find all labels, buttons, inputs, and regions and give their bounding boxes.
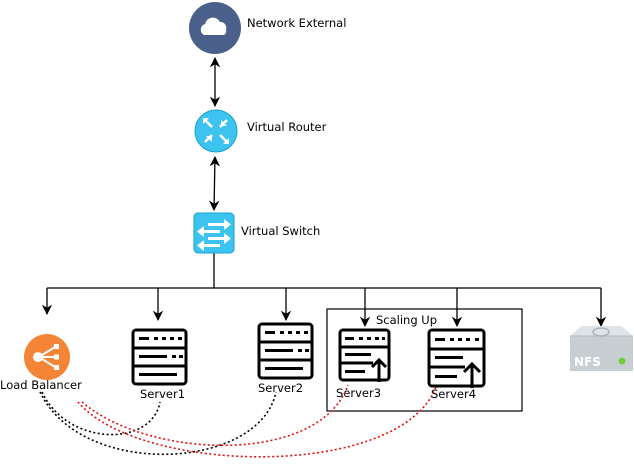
virtual-router-label: Virtual Router (247, 120, 327, 134)
server-scale-up-icon (427, 328, 486, 388)
lb-connections (39, 384, 437, 458)
virtual-switch-label: Virtual Switch (241, 224, 320, 238)
lb-server4-curve (77, 386, 437, 458)
server3-label: Server3 (336, 386, 381, 400)
server4-label: Server4 (431, 387, 476, 401)
switch-icon (193, 212, 235, 254)
server2-label: Server2 (258, 381, 303, 395)
lb-server1-curve (41, 391, 161, 436)
nfs-storage-icon: NFS (570, 326, 633, 371)
network-external-label: Network External (247, 16, 346, 30)
server1-label: Server1 (140, 387, 185, 401)
distribution-bus (41, 253, 607, 328)
lb-server3-curve (81, 384, 349, 447)
server-icon (131, 328, 188, 386)
server-icon (257, 322, 314, 380)
scaling-up-label: Scaling Up (376, 313, 437, 327)
cloud-icon (189, 2, 241, 54)
nfs-label: NFS (574, 355, 601, 369)
link-router-switch (208, 155, 221, 212)
router-icon (194, 109, 238, 153)
server-scale-up-icon (338, 328, 391, 382)
lb-server2-curve (39, 391, 277, 456)
load-balancer-icon (24, 334, 70, 380)
scaling-up-group (326, 308, 523, 412)
load-balancer-label: Load Balancer (0, 378, 82, 392)
